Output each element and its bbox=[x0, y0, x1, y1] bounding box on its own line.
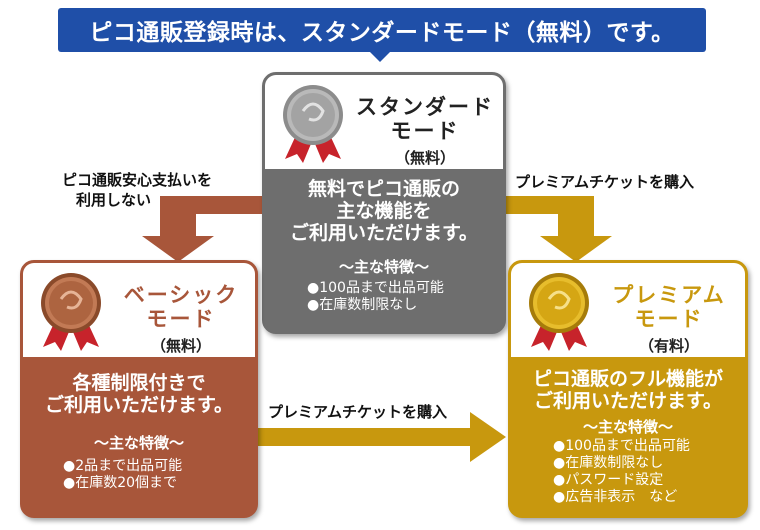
premium-title-line1: プレミアム bbox=[612, 283, 726, 307]
feature-item: ●在庫数制限なし bbox=[307, 297, 418, 313]
basic-features-heading: ～主な特徴～ bbox=[93, 434, 184, 452]
standard-mode-body: 無料でピコ通販の 主な機能を ご利用いただけます。 ～主な特徴～ ●100品まで… bbox=[265, 172, 503, 331]
arrow-label-to-basic-line2: 利用しない bbox=[76, 191, 152, 209]
arrow-basic-to-premium bbox=[252, 412, 506, 462]
premium-title-line2: モード bbox=[634, 307, 704, 331]
premium-mode-header: プレミアム モード （有料） bbox=[511, 263, 745, 357]
standard-mode-price: （無料） bbox=[394, 149, 455, 167]
premium-desc-line2: ご利用いただけます。 bbox=[533, 390, 723, 412]
standard-features-list: ●100品まで出品可能 ●在庫数制限なし bbox=[265, 280, 503, 314]
basic-desc-line2: ご利用いただけます。 bbox=[44, 394, 234, 416]
standard-title-line2: モード bbox=[390, 119, 460, 143]
arrow-label-to-premium: プレミアムチケットを購入 bbox=[515, 173, 694, 191]
feature-item: ●100品まで出品可能 bbox=[553, 438, 690, 454]
basic-features-list: ●2品まで出品可能 ●在庫数20個まで bbox=[23, 458, 255, 492]
premium-desc-line1: ピコ通販のフル機能が bbox=[532, 368, 723, 390]
standard-title-line1: スタンダード bbox=[356, 95, 494, 119]
standard-desc-line3: ご利用いただけます。 bbox=[289, 222, 479, 244]
arrow-label-to-basic: ピコ通販安心支払いを 利用しない bbox=[62, 170, 212, 210]
standard-mode-card: スタンダード モード （無料） 無料でピコ通販の 主な機能を ご利用いただけます… bbox=[262, 72, 506, 334]
basic-mode-body: 各種制限付きで ご利用いただけます。 ～主な特徴～ ●2品まで出品可能 ●在庫数… bbox=[23, 360, 255, 515]
basic-mode-card: ベーシック モード （無料） 各種制限付きで ご利用いただけます。 ～主な特徴～… bbox=[20, 260, 258, 518]
banner: ピコ通販登録時は、スタンダードモード（無料）です。 bbox=[58, 8, 706, 52]
basic-title-line2: モード bbox=[146, 307, 216, 331]
feature-item: ●広告非表示 など bbox=[553, 489, 678, 505]
premium-mode-body: ピコ通販のフル機能が ご利用いただけます。 ～主な特徴～ ●100品まで出品可能… bbox=[511, 360, 745, 515]
medal-icon bbox=[529, 273, 589, 351]
basic-desc-line1: 各種制限付きで bbox=[72, 372, 206, 394]
basic-description: 各種制限付きで ご利用いただけます。 bbox=[23, 372, 255, 416]
basic-mode-price: （無料） bbox=[150, 337, 211, 355]
arrow-standard-to-premium bbox=[500, 196, 612, 262]
feature-item: ●在庫数20個まで bbox=[63, 475, 178, 491]
feature-item: ●パスワード設定 bbox=[553, 472, 664, 488]
arrow-label-basic-to-premium: プレミアムチケットを購入 bbox=[268, 403, 447, 421]
basic-mode-header: ベーシック モード （無料） bbox=[23, 263, 255, 357]
arrow-standard-to-basic bbox=[142, 196, 262, 262]
standard-desc-line1: 無料でピコ通販の bbox=[307, 178, 460, 200]
premium-mode-price: （有料） bbox=[638, 337, 699, 355]
medal-icon bbox=[41, 273, 101, 351]
basic-title-line1: ベーシック bbox=[123, 283, 239, 307]
medal-icon bbox=[283, 85, 343, 163]
banner-pointer bbox=[370, 52, 390, 62]
standard-description: 無料でピコ通販の 主な機能を ご利用いただけます。 bbox=[265, 178, 503, 244]
feature-item: ●100品まで出品可能 bbox=[307, 280, 444, 296]
premium-features-list: ●100品まで出品可能 ●在庫数制限なし ●パスワード設定 ●広告非表示 など bbox=[511, 438, 745, 506]
standard-mode-title: スタンダード モード bbox=[355, 95, 495, 143]
premium-mode-card: プレミアム モード （有料） ピコ通販のフル機能が ご利用いただけます。 ～主な… bbox=[508, 260, 748, 518]
standard-features-heading: ～主な特徴～ bbox=[338, 258, 429, 276]
arrow-label-to-basic-line1: ピコ通販安心支払いを bbox=[62, 171, 213, 189]
feature-item: ●在庫数制限なし bbox=[553, 455, 664, 471]
premium-features-heading: ～主な特徴～ bbox=[582, 418, 673, 436]
standard-desc-line2: 主な機能を bbox=[336, 200, 432, 222]
premium-mode-title: プレミアム モード bbox=[599, 283, 739, 331]
feature-item: ●2品まで出品可能 bbox=[63, 458, 183, 474]
banner-text: ピコ通販登録時は、スタンダードモード（無料）です。 bbox=[89, 20, 675, 46]
basic-mode-title: ベーシック モード bbox=[111, 283, 251, 331]
premium-description: ピコ通販のフル機能が ご利用いただけます。 bbox=[511, 368, 745, 412]
standard-mode-header: スタンダード モード （無料） bbox=[265, 75, 503, 169]
